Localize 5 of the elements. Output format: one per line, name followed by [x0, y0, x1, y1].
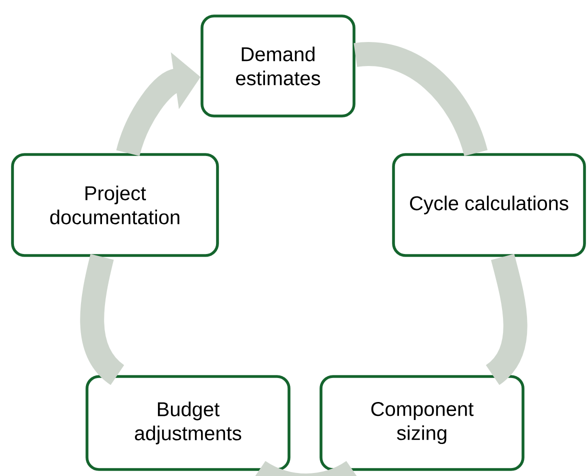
process-box: Cycle calculations: [392, 153, 586, 257]
process-box: Demand estimates: [200, 14, 356, 118]
process-box: Component sizing: [320, 375, 524, 471]
process-box: Project documentation: [11, 153, 219, 257]
process-box: Budget adjustments: [86, 375, 290, 471]
